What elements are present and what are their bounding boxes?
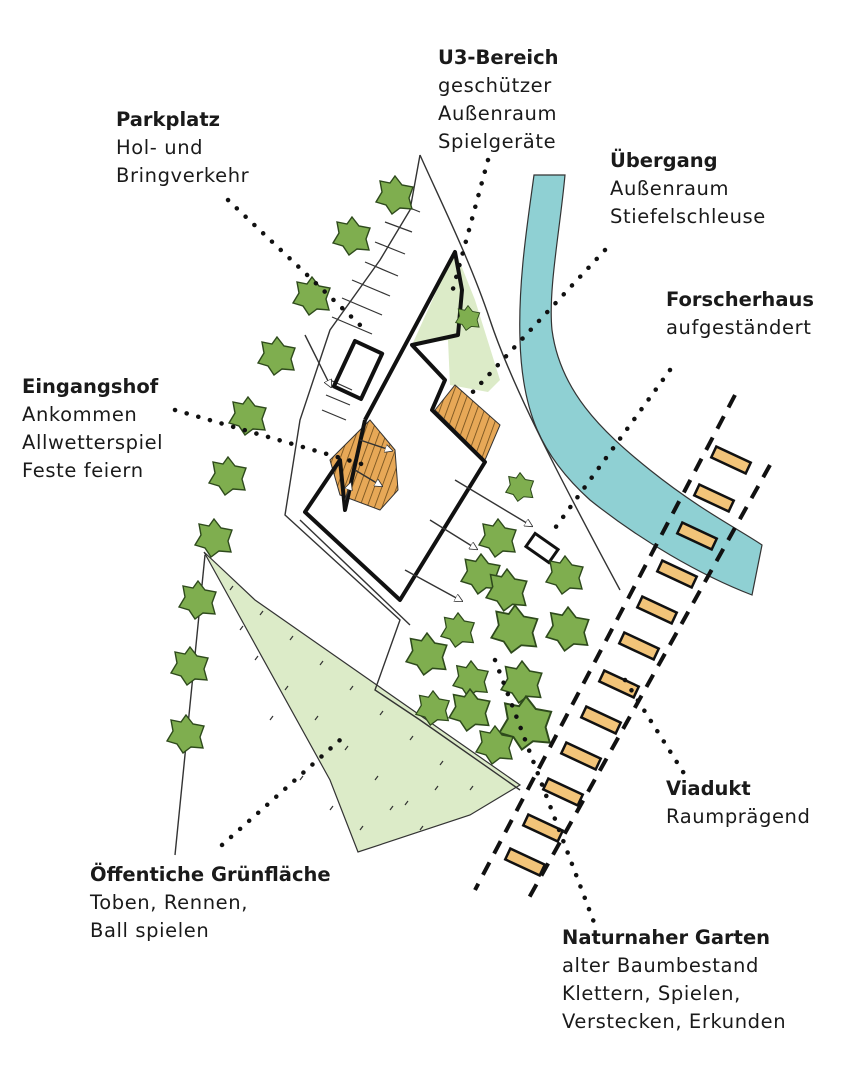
label-title: Öffentiche Grünfläche: [90, 863, 331, 886]
label-line: Klettern, Spielen,: [562, 982, 741, 1005]
label-title: Forscherhaus: [666, 288, 814, 311]
public-green-area: [203, 551, 522, 853]
leader-eingangshof: [172, 407, 368, 468]
leader-garten: [492, 657, 598, 928]
label-line: Toben, Rennen,: [90, 891, 249, 914]
label-line: geschützer: [438, 74, 552, 97]
kita-building: [303, 250, 487, 602]
label-line: alter Baumbestand: [562, 954, 759, 977]
label-line: Feste feiern: [22, 459, 144, 482]
label-line: Stiefelschleuse: [610, 205, 766, 228]
label-viadukt: Viadukt Raumprägend: [666, 775, 810, 831]
direction-arrows: [304, 334, 530, 600]
label-line: Spielgeräte: [438, 130, 557, 153]
label-u3-bereich: U3-Bereich geschützer Außenraum Spielger…: [438, 44, 559, 156]
label-gruenflaeche: Öffentiche Grünfläche Toben, Rennen, Bal…: [90, 861, 331, 945]
label-title: Viadukt: [666, 777, 751, 800]
label-line: Ball spielen: [90, 919, 210, 942]
leader-forscherhaus: [547, 367, 673, 538]
label-line: Außenraum: [610, 177, 730, 200]
grass-ticks: [229, 585, 474, 831]
leader-parkplatz: [225, 197, 363, 328]
label-eingangshof: Eingangshof Ankommen Allwetterspiel Fest…: [22, 373, 163, 485]
u3-green-area: [412, 250, 500, 392]
label-title: Übergang: [610, 149, 718, 172]
label-line: Allwetterspiel: [22, 431, 164, 454]
leader-lines: [172, 157, 688, 928]
label-line: Raumprägend: [666, 805, 811, 828]
label-title: Naturnaher Garten: [562, 926, 771, 949]
leader-u3: [447, 157, 491, 303]
label-uebergang: Übergang Außenraum Stiefelschleuse: [610, 147, 766, 231]
forscherhaus-box: [523, 531, 561, 565]
leader-uebergang: [467, 247, 608, 398]
site-outline: [174, 154, 621, 856]
viaduct-piers: [503, 444, 753, 878]
label-naturnaher-garten: Naturnaher Garten alter Baumbestand Klet…: [562, 924, 786, 1036]
label-forscherhaus: Forscherhaus aufgeständert: [666, 286, 814, 342]
label-line: aufgeständert: [666, 316, 812, 339]
label-title: U3-Bereich: [438, 46, 559, 69]
label-line: Verstecken, Erkunden: [562, 1010, 787, 1033]
label-line: Bringverkehr: [116, 164, 250, 187]
label-line: Außenraum: [438, 102, 558, 125]
label-title: Parkplatz: [116, 108, 220, 131]
label-line: Ankommen: [22, 403, 138, 426]
viaduct: [473, 394, 772, 906]
label-title: Eingangshof: [22, 375, 159, 398]
river: [519, 174, 763, 596]
leader-gruenflaeche: [219, 737, 343, 848]
label-line: Hol- und: [116, 136, 204, 159]
label-parkplatz: Parkplatz Hol- und Bringverkehr: [116, 106, 249, 190]
